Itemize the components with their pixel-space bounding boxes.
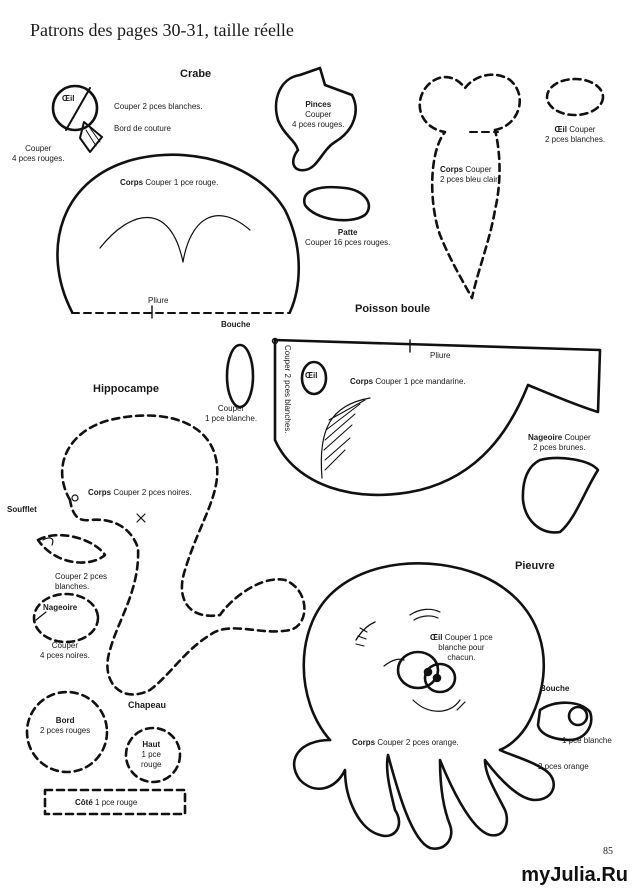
fish-eye-label: Œil — [305, 371, 318, 380]
fish-fold-label: Pliure — [430, 351, 451, 360]
crab-body-pattern — [56, 153, 300, 314]
page-title: Patrons des pages 30-31, taille réelle — [30, 20, 294, 40]
crab-seam-label: Bord de couture — [114, 124, 171, 133]
crab-section-title: Crabe — [180, 68, 212, 80]
fish-body-pattern — [273, 338, 602, 497]
watermark: myJulia.Ru — [521, 864, 628, 886]
fish-nageoire-pattern — [521, 456, 600, 534]
octopus-corps-label: Corps Couper 2 pces orange. — [352, 738, 459, 747]
crab-leg-cut-note: Couper 4 pces rouges. — [12, 144, 65, 163]
fish-eye-pattern — [300, 360, 328, 396]
octopus-body-pattern — [302, 562, 546, 752]
crab-patte-pattern — [302, 185, 371, 222]
octopus-bouche-pattern — [536, 701, 593, 742]
crab-pince-pattern — [274, 66, 357, 172]
seahorse-soufflet-label: Soufflet — [7, 505, 37, 514]
crab-eye-pattern — [51, 84, 103, 153]
top-right-corps-label: Corps Couper 2 pces bleu clair. — [440, 165, 500, 184]
fish-corps-label: Corps Couper 1 pce mandarine. — [350, 377, 466, 386]
octopus-tentacles — [292, 738, 555, 850]
octopus-eye-right — [423, 662, 457, 694]
crab-eye-note: Couper 2 pces blanches. — [114, 102, 203, 111]
fish-section-title: Poisson boule — [355, 303, 431, 315]
fish-nageoire-label: Nageoire Couper 2 pces brunes. — [528, 433, 591, 452]
octopus-section-title: Pieuvre — [515, 560, 555, 572]
seahorse-section-title: Hippocampe — [93, 383, 160, 395]
fish-side-note: Couper 2 pces blanches. — [283, 345, 292, 434]
hat-bord-pattern — [25, 690, 109, 774]
octopus-bouche-label: Bouche — [540, 684, 570, 693]
hat-cote-label: Côté 1 pce rouge — [75, 798, 138, 807]
fish-bouche-pattern — [225, 343, 255, 409]
fish-bouche-note: Couper 1 pce blanche. — [205, 404, 258, 423]
seahorse-nageoire-pattern — [32, 592, 100, 644]
hat-haut-pattern — [124, 726, 182, 784]
crab-eye-label: Œil — [62, 94, 75, 103]
hat-section-title: Chapeau — [128, 700, 167, 710]
hat-cote-pattern — [43, 788, 187, 816]
seahorse-corps-label: Corps Couper 2 pces noires. — [88, 488, 192, 497]
seahorse-nageoire-label: Nageoire — [43, 603, 78, 612]
top-right-eye-label: Œil Couper 2 pces blanches. — [545, 125, 606, 144]
crab-corps-label: Corps Couper 1 pce rouge. — [120, 178, 219, 187]
small-oval-eye-pattern — [545, 77, 605, 117]
seahorse-nageoire-note: Couper 4 pces noires. — [40, 641, 90, 660]
crab-fold-label: Pliure — [148, 296, 169, 305]
octopus-eye-left — [396, 650, 440, 690]
seahorse-small-note: Couper 2 pces blanches. — [55, 572, 108, 591]
carrot-body-pattern — [418, 73, 521, 300]
page-number: 85 — [603, 846, 613, 857]
seahorse-body-pattern — [60, 414, 306, 696]
fish-bouche-label: Bouche — [221, 320, 251, 329]
seahorse-small-leaf — [36, 533, 107, 564]
octopus-eye-label: Œil Couper 1 pce blanche pour chacun. — [430, 633, 493, 662]
octopus-bouche-note1: 1 pce blanche — [562, 736, 612, 745]
octopus-bouche-note2: 2 pces orange — [538, 762, 589, 771]
